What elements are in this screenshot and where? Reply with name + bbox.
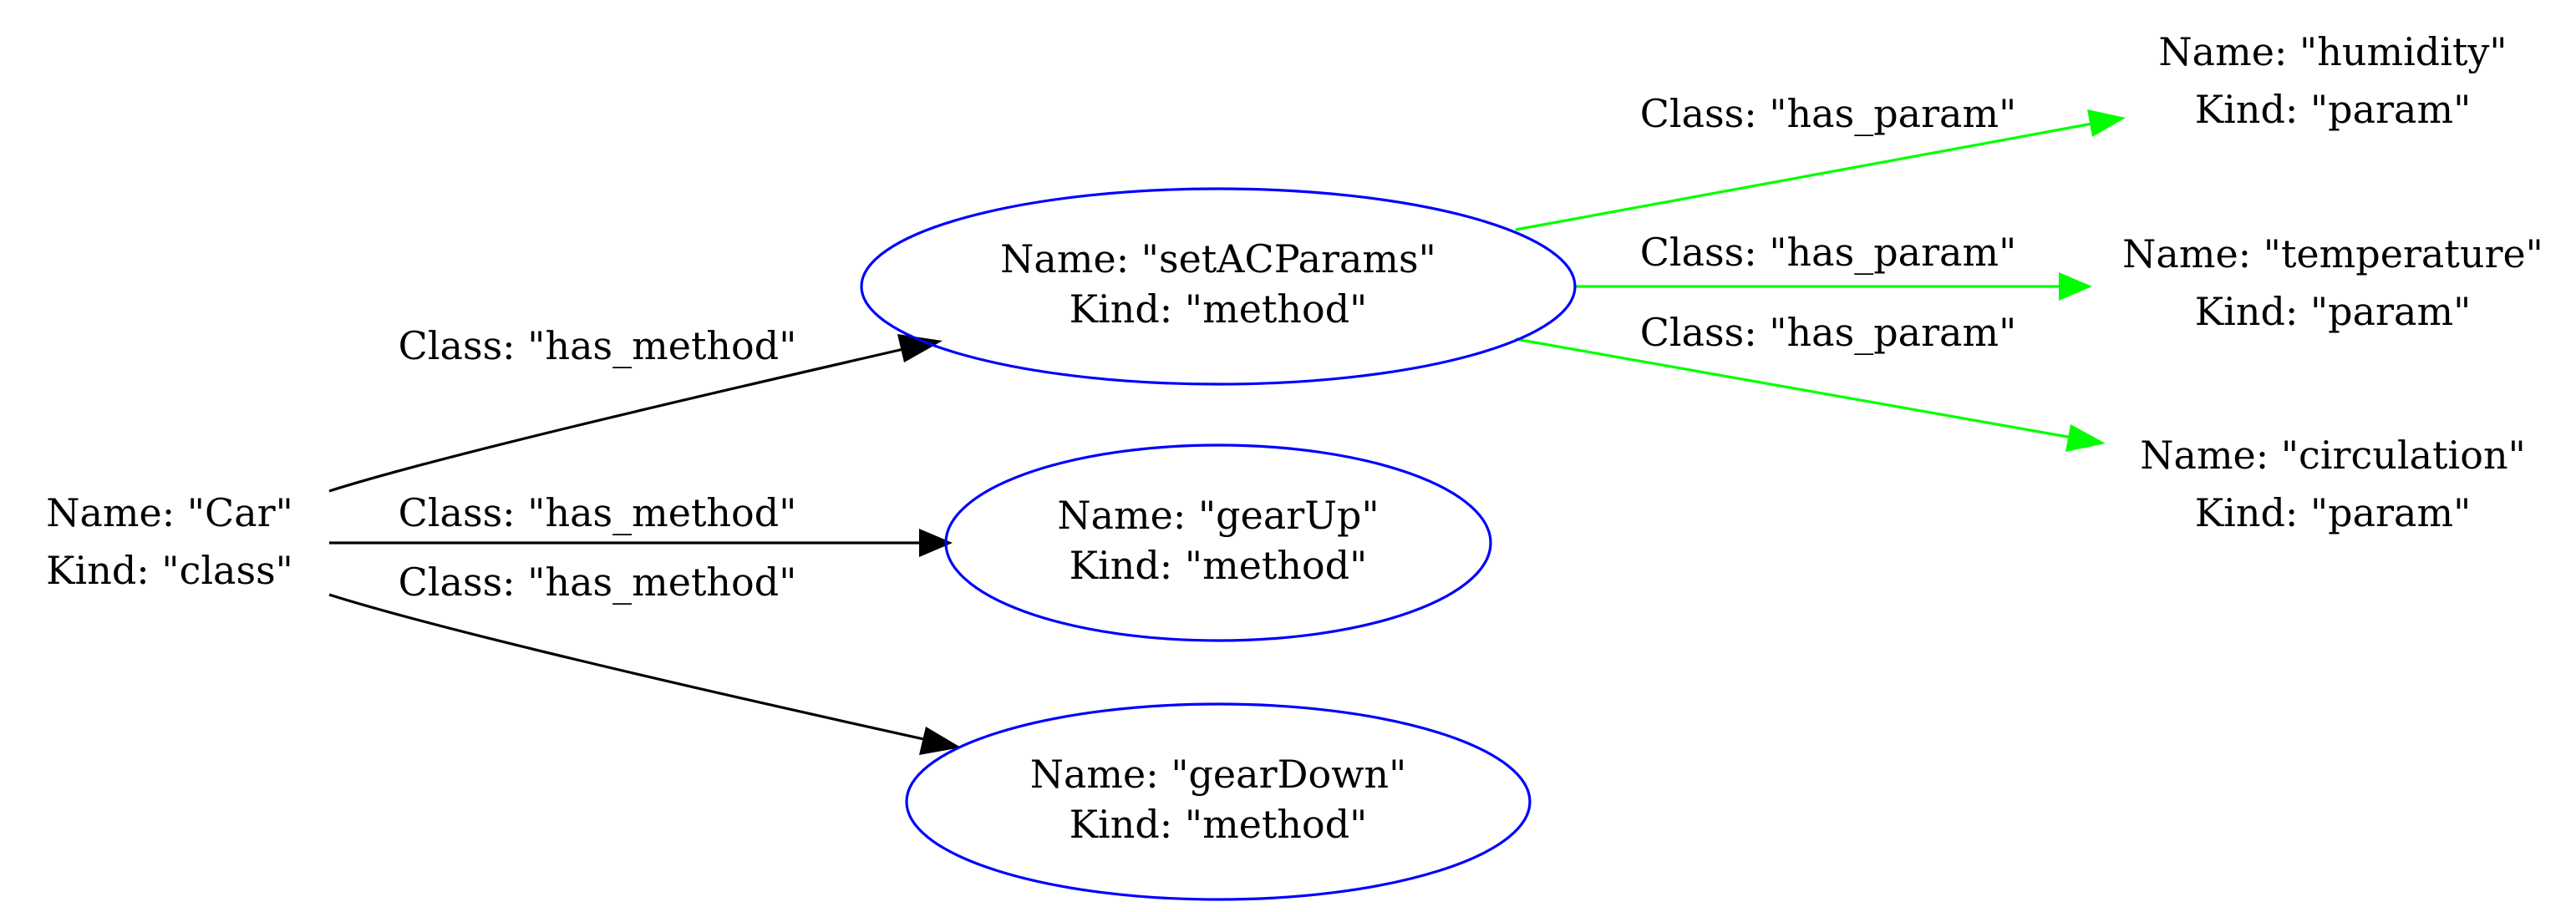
- edge-label-car-gearup: Class: "has_method": [399, 490, 797, 535]
- node-gearup: Name: "gearUp" Kind: "method": [944, 443, 1492, 642]
- edge-label-setacparams-circulation: Class: "has_param": [1640, 310, 2017, 355]
- edge-label-car-geardown: Class: "has_method": [399, 560, 797, 605]
- node-ellipse-geardown: [905, 702, 1532, 901]
- node-kind-temperature: Kind: "param": [2195, 289, 2472, 334]
- node-kind-geardown: Kind: "method": [1070, 802, 1368, 847]
- node-ellipse-gearup: [944, 443, 1492, 642]
- node-ellipse-setacparams: [860, 187, 1577, 386]
- edge-setacparams-temperature: [1575, 272, 2092, 301]
- node-name-temperature: Name: "temperature": [2122, 231, 2543, 276]
- node-geardown: Name: "gearDown" Kind: "method": [905, 702, 1532, 901]
- edge-line-car-geardown: [328, 593, 928, 742]
- edge-line-setacparams-circulation: [1515, 337, 2073, 439]
- node-name-setacparams: Name: "setACParams": [1000, 236, 1436, 281]
- node-kind-car: Kind: "class": [46, 548, 293, 593]
- node-name-car: Name: "Car": [46, 490, 293, 535]
- node-circulation: Name: "circulation" Kind: "param": [2140, 433, 2525, 535]
- node-kind-setacparams: Kind: "method": [1070, 286, 1368, 332]
- arrowhead-setacparams-circulation: [2065, 424, 2106, 452]
- arrowhead-car-setacparams: [897, 334, 943, 362]
- node-kind-humidity: Kind: "param": [2195, 87, 2472, 132]
- edge-car-geardown: [328, 593, 961, 755]
- node-name-gearup: Name: "gearUp": [1057, 493, 1379, 538]
- node-name-circulation: Name: "circulation": [2140, 433, 2525, 478]
- node-humidity: Name: "humidity" Kind: "param": [2158, 29, 2507, 132]
- edge-line-setacparams-humidity: [1515, 122, 2093, 231]
- edge-line-car-setacparams: [328, 346, 912, 493]
- node-car: Name: "Car" Kind: "class": [46, 490, 293, 593]
- node-name-humidity: Name: "humidity": [2158, 29, 2507, 74]
- edge-setacparams-humidity: [1515, 109, 2126, 231]
- edge-label-setacparams-humidity: Class: "has_param": [1640, 91, 2017, 136]
- edge-label-setacparams-temperature: Class: "has_param": [1640, 230, 2017, 275]
- arrowhead-car-gearup: [919, 529, 953, 557]
- arrowhead-car-geardown: [919, 727, 961, 755]
- node-kind-circulation: Kind: "param": [2195, 490, 2472, 535]
- edge-car-setacparams: [328, 334, 943, 493]
- node-name-geardown: Name: "gearDown": [1030, 752, 1407, 797]
- node-temperature: Name: "temperature" Kind: "param": [2122, 231, 2543, 334]
- node-kind-gearup: Kind: "method": [1070, 543, 1368, 588]
- arrowhead-setacparams-humidity: [2087, 109, 2126, 137]
- edge-label-car-setacparams: Class: "has_method": [399, 323, 797, 368]
- arrowhead-setacparams-temperature: [2059, 272, 2092, 301]
- edge-setacparams-circulation: [1515, 337, 2106, 452]
- edge-car-gearup: [329, 529, 953, 557]
- node-setacparams: Name: "setACParams" Kind: "method": [860, 187, 1577, 386]
